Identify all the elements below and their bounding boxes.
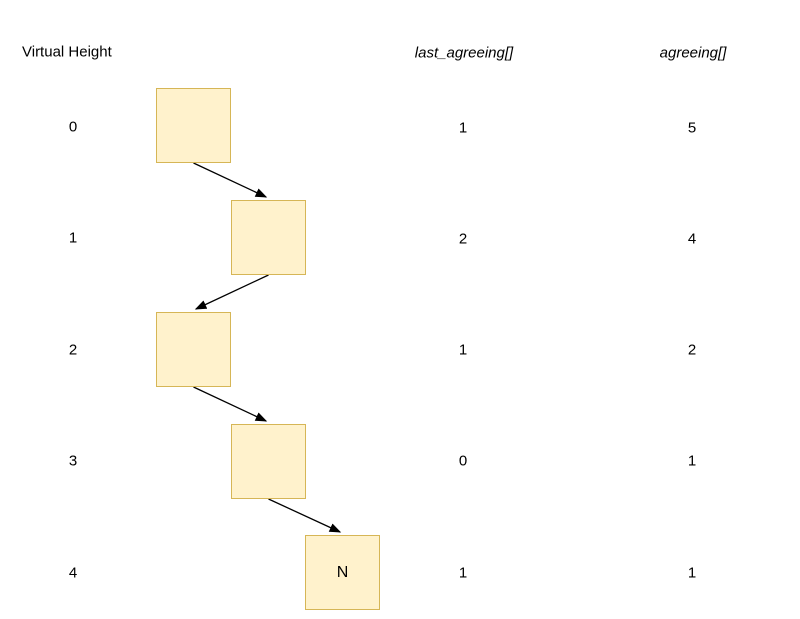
arrow-0-1 — [193, 162, 268, 198]
chain-node-height-4[interactable]: N — [305, 535, 380, 610]
agreeing-value-row-1: 4 — [687, 230, 697, 248]
arrow-1-2 — [194, 274, 269, 310]
agreeing-value-row-0: 5 — [687, 119, 697, 137]
height-value-row-1: 1 — [68, 229, 78, 247]
chain-node-height-3[interactable] — [231, 424, 306, 499]
last-agreeing-value-row-2: 1 — [458, 341, 468, 359]
arrow-3-4 — [268, 498, 342, 533]
arrow-2-3 — [193, 386, 268, 422]
chain-node-height-2[interactable] — [156, 312, 231, 387]
agreeing-value-row-3: 1 — [687, 452, 697, 470]
last-agreeing-value-row-1: 2 — [458, 230, 468, 248]
height-value-row-2: 2 — [68, 341, 78, 359]
chain-node-height-1[interactable] — [231, 200, 306, 275]
agreeing-value-row-4: 1 — [687, 564, 697, 582]
height-value-row-0: 0 — [68, 118, 78, 136]
last-agreeing-value-row-3: 0 — [458, 452, 468, 470]
agreeing-header: agreeing[] — [659, 44, 727, 62]
chain-node-height-0[interactable] — [156, 88, 231, 163]
agreeing-value-row-2: 2 — [687, 341, 697, 359]
last-agreeing-value-row-4: 1 — [458, 564, 468, 582]
height-value-row-3: 3 — [68, 452, 78, 470]
virtual-height-header: Virtual Height — [22, 43, 112, 61]
node-label: N — [336, 563, 349, 581]
last-agreeing-header: last_agreeing[] — [414, 44, 514, 62]
height-value-row-4: 4 — [68, 564, 78, 582]
last-agreeing-value-row-0: 1 — [458, 119, 468, 137]
